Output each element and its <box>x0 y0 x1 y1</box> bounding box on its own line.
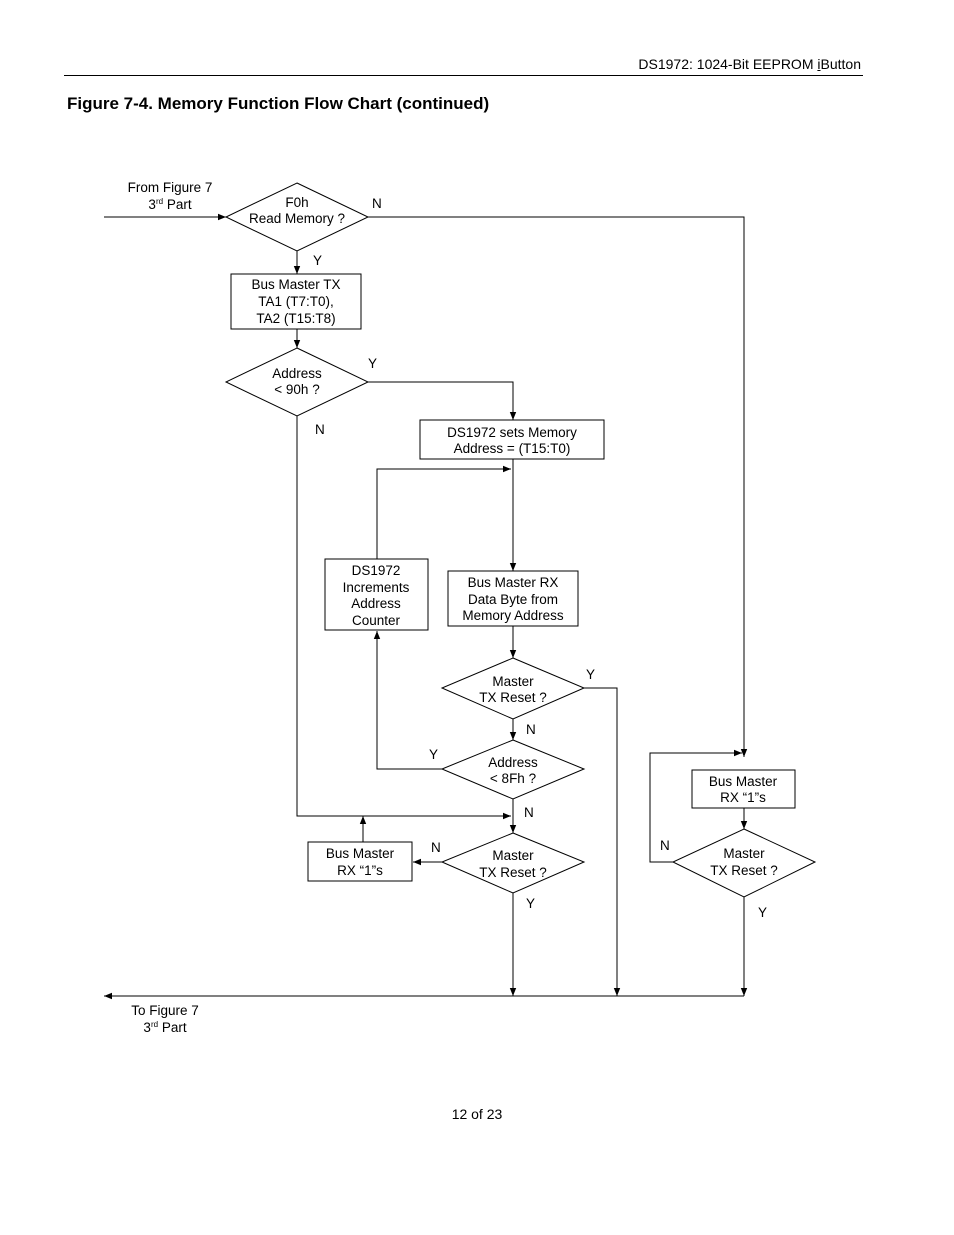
read-memory-yes-label: Y <box>313 253 322 268</box>
rx-ones-right-box <box>691 769 796 809</box>
increment-loop-line <box>376 465 511 559</box>
read-memory-no-label: N <box>372 196 382 211</box>
reset2-line2: TX Reset ? <box>479 865 547 880</box>
reset3-no-label: N <box>660 838 670 853</box>
reset2-no-label: N <box>431 840 441 855</box>
reset2-decision <box>440 832 586 894</box>
increment-line4: Counter <box>352 613 401 628</box>
tx-ta-line1: Bus Master TX <box>251 277 340 292</box>
header-rule <box>64 75 863 76</box>
addr90-yes-line <box>368 381 517 420</box>
read-memory-line2: Read Memory ? <box>249 211 345 226</box>
increment-line1: DS1972 <box>352 563 401 578</box>
reset1-line1: Master <box>492 674 534 689</box>
sets-addr-line1: DS1972 sets Memory <box>447 425 577 440</box>
tx-ta-line3: TA2 (T15:T8) <box>256 311 335 326</box>
rx-ones-left-line2: RX “1”s <box>337 863 383 878</box>
rx-ones-right-line1: Bus Master <box>709 774 778 789</box>
addr90-decision <box>224 347 370 417</box>
read-memory-decision <box>224 182 370 252</box>
addr90-yes-label: Y <box>368 356 377 371</box>
reset3-decision <box>671 828 817 898</box>
tx-ta-line2: TA1 (T7:T0), <box>258 294 334 309</box>
addr90-no-label: N <box>315 422 325 437</box>
entry-label-line2: 3rd Part <box>148 197 191 212</box>
doc-title-i: i <box>817 56 821 72</box>
page-number: 12 of 23 <box>451 1106 503 1122</box>
figure-title: Figure 7-4. Memory Function Flow Chart (… <box>67 94 490 113</box>
read-memory-line1: F0h <box>285 195 308 210</box>
entry-label-line1: From Figure 7 <box>128 180 213 195</box>
reset1-no-label: N <box>526 722 536 737</box>
addr8f-yes-label: Y <box>429 747 438 762</box>
doc-title-suffix: Button <box>820 56 861 72</box>
addr8f-line1: Address <box>488 755 538 770</box>
addr8f-no-label: N <box>524 805 534 820</box>
reset3-line2: TX Reset ? <box>710 863 778 878</box>
document-header: DS1972: 1024-Bit EEPROM iButton <box>638 56 861 72</box>
doc-title-prefix: DS1972: 1024-Bit EEPROM <box>638 56 818 72</box>
rx-byte-line1: Bus Master RX <box>468 575 559 590</box>
reset1-line2: TX Reset ? <box>479 690 547 705</box>
reset3-no-loop <box>649 749 742 863</box>
rx-byte-line3: Memory Address <box>462 608 564 623</box>
connectors <box>104 213 748 1000</box>
reset2-yes-label: Y <box>526 896 535 911</box>
rx-ones-right-line2: RX “1”s <box>720 790 766 805</box>
reset1-yes-label: Y <box>586 667 595 682</box>
read-memory-no-line <box>368 216 748 757</box>
increment-line3: Address <box>351 596 401 611</box>
addr8f-decision <box>440 739 586 800</box>
tx-ta-box <box>230 273 362 330</box>
sets-addr-line2: Address = (T15:T0) <box>454 441 571 456</box>
exit-label-line2: 3rd Part <box>143 1020 186 1035</box>
reset1-decision <box>440 657 586 720</box>
rx-byte-box <box>447 570 579 627</box>
addr8f-line2: < 8Fh ? <box>490 771 536 786</box>
reset3-line1: Master <box>723 846 765 861</box>
reset3-yes-label: Y <box>758 905 767 920</box>
increment-line2: Increments <box>343 580 410 595</box>
exit-label-line1: To Figure 7 <box>131 1003 199 1018</box>
reset1-yes-line <box>584 687 621 996</box>
sets-addr-box <box>419 419 605 460</box>
addr90-line1: Address <box>272 366 322 381</box>
rx-ones-left-line1: Bus Master <box>326 846 395 861</box>
addr8f-yes-line <box>373 631 442 770</box>
rx-byte-line2: Data Byte from <box>468 592 558 607</box>
reset2-line1: Master <box>492 848 534 863</box>
addr90-line2: < 90h ? <box>274 382 319 397</box>
rx-ones-left-box <box>307 841 413 882</box>
addr90-no-line <box>296 416 511 820</box>
increment-box <box>324 558 429 631</box>
